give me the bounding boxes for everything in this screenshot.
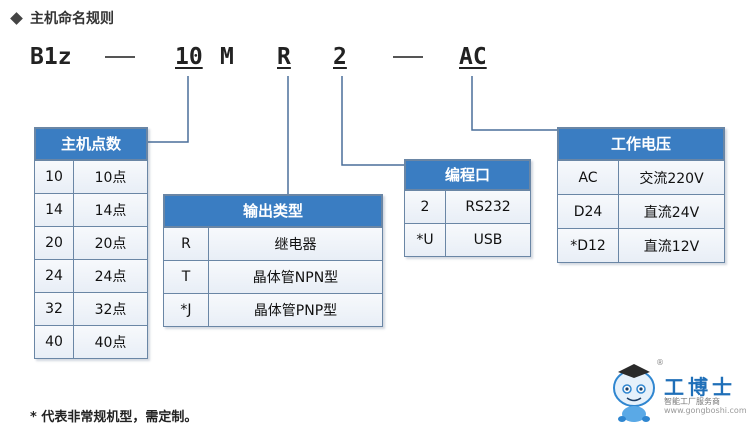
cell-code: D24 — [573, 203, 603, 220]
code-port: 2 — [333, 44, 347, 70]
cell-code: 10 — [45, 169, 63, 185]
logo-name: 工博士 — [664, 375, 736, 399]
host-points-table: 主机点数 10 10点 14 14点 20 20点 24 24点 32 32点 … — [34, 127, 148, 359]
code-dash-2 — [393, 56, 423, 58]
cell-desc: 继电器 — [208, 228, 382, 260]
code-power: AC — [459, 44, 487, 70]
cell-desc: 直流24V — [618, 195, 724, 228]
cell-desc: 晶体管PNP型 — [208, 294, 382, 326]
cell-code: R — [181, 236, 191, 252]
output-type-header: 输出类型 — [164, 195, 382, 227]
cell-code: 2 — [420, 199, 430, 215]
table-row: *J 晶体管PNP型 — [164, 293, 382, 326]
logo-tagline: 智能工厂服务商 — [664, 397, 720, 406]
cell-desc: 晶体管NPN型 — [208, 261, 382, 293]
table-row: 10 10点 — [35, 160, 147, 193]
code-output: R — [277, 44, 291, 70]
cell-code: 40 — [45, 334, 63, 350]
cell-code: 32 — [45, 301, 63, 317]
cell-code: *D12 — [570, 237, 606, 254]
working-power-header: 工作电压 — [558, 128, 724, 160]
footnote: * 代表非常规机型，需定制。 — [30, 410, 198, 425]
code-m: M — [220, 44, 234, 70]
cell-code: AC — [578, 169, 598, 186]
code-dash-1 — [105, 56, 135, 58]
cell-code: 14 — [45, 202, 63, 218]
connector-port — [341, 76, 404, 166]
cell-desc: 32点 — [73, 293, 147, 325]
host-points-header: 主机点数 — [35, 128, 147, 160]
table-row: 14 14点 — [35, 193, 147, 226]
table-row: *D12 直流12V — [558, 228, 724, 262]
section-title-text: 主机命名规则 — [30, 11, 114, 27]
table-row: D24 直流24V — [558, 194, 724, 228]
table-row: 20 20点 — [35, 226, 147, 259]
table-row: R 继电器 — [164, 227, 382, 260]
cell-code: 24 — [45, 268, 63, 284]
working-power-table: 工作电压 AC 交流220V D24 直流24V *D12 直流12V — [557, 127, 725, 263]
code-prefix: B1z — [30, 44, 72, 70]
cell-code: *J — [180, 302, 192, 318]
section-title: 主机命名规则 — [10, 8, 114, 28]
program-port-header: 编程口 — [405, 160, 530, 190]
cell-desc: USB — [445, 224, 530, 256]
cell-code: *U — [416, 232, 434, 248]
logo-url: www.gongboshi.com — [664, 406, 747, 415]
cell-code: T — [181, 269, 191, 285]
table-row: *U USB — [405, 223, 530, 256]
cell-desc: 24点 — [73, 260, 147, 292]
table-row: T 晶体管NPN型 — [164, 260, 382, 293]
cell-desc: RS232 — [445, 191, 530, 223]
connector-power — [471, 76, 557, 131]
connector-points — [148, 76, 189, 143]
cell-code: 20 — [45, 235, 63, 251]
mascot-logo-icon — [613, 364, 655, 422]
table-row: 2 RS232 — [405, 190, 530, 223]
registered-mark: ® — [656, 358, 664, 367]
output-type-table: 输出类型 R 继电器 T 晶体管NPN型 *J 晶体管PNP型 — [163, 194, 383, 327]
program-port-table: 编程口 2 RS232 *U USB — [404, 159, 531, 257]
table-row: AC 交流220V — [558, 160, 724, 194]
cell-desc: 14点 — [73, 194, 147, 226]
cell-desc: 40点 — [73, 326, 147, 358]
cell-desc: 交流220V — [618, 161, 724, 194]
table-row: 32 32点 — [35, 292, 147, 325]
cell-desc: 20点 — [73, 227, 147, 259]
table-row: 40 40点 — [35, 325, 147, 358]
cell-desc: 直流12V — [618, 229, 724, 262]
cell-desc: 10点 — [73, 161, 147, 193]
table-row: 24 24点 — [35, 259, 147, 292]
code-points: 10 — [175, 44, 203, 70]
